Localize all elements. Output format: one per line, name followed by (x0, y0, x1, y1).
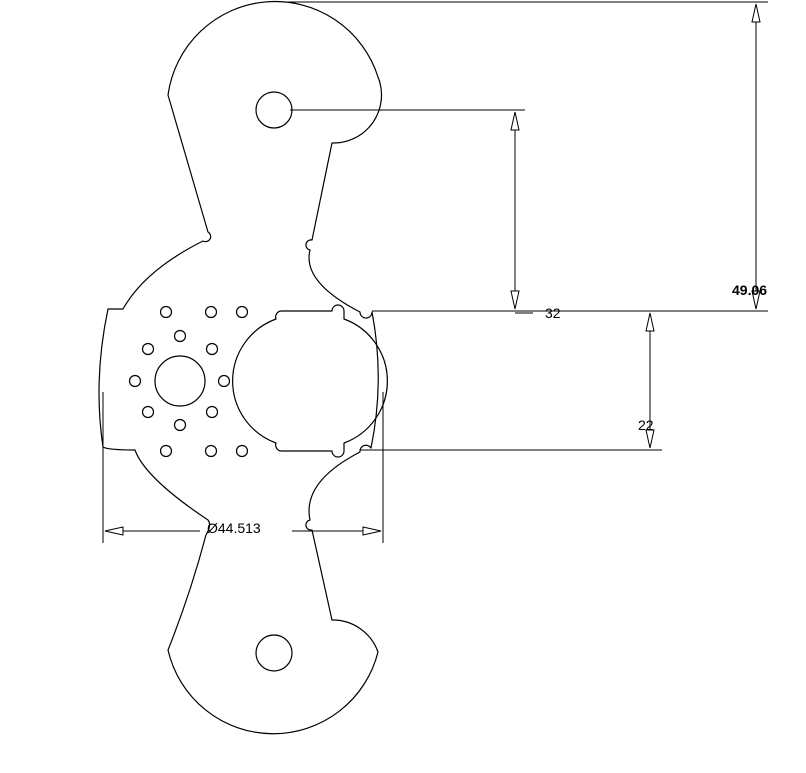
center-cutout (232, 304, 388, 458)
hole-row-top (159, 305, 249, 319)
dimension-diameter: Ø44.513 (102, 392, 384, 543)
bolt-hole (217, 374, 231, 388)
bolt-hole (141, 342, 155, 356)
part-outline (98, 0, 383, 735)
center-bore (154, 355, 206, 407)
dimension-hole-to-edge: 32 (290, 109, 561, 321)
hole (159, 444, 173, 458)
top-mount-hole (255, 91, 293, 129)
hole (204, 305, 218, 319)
bolt-hole (173, 329, 187, 343)
bottom-mount-hole (255, 634, 293, 672)
bolt-hole (205, 342, 219, 356)
bolt-hole (205, 405, 219, 419)
dimension-overall-height: 49.06 (285, 1, 768, 312)
bolt-circle (128, 329, 231, 432)
hole-row-bottom (159, 444, 249, 458)
dim-label-center-gap: 22 (638, 417, 654, 433)
bolt-hole (173, 418, 187, 432)
bolt-hole (128, 374, 142, 388)
dim-label-hole-to-edge: 32 (545, 305, 561, 321)
hole (159, 305, 173, 319)
hole (204, 444, 218, 458)
bolt-hole (141, 405, 155, 419)
dimension-center-gap: 22 (360, 312, 662, 451)
hole (235, 444, 249, 458)
dim-label-diameter: Ø44.513 (207, 520, 261, 536)
hole (235, 305, 249, 319)
dim-label-overall-height: 49.06 (732, 282, 767, 298)
